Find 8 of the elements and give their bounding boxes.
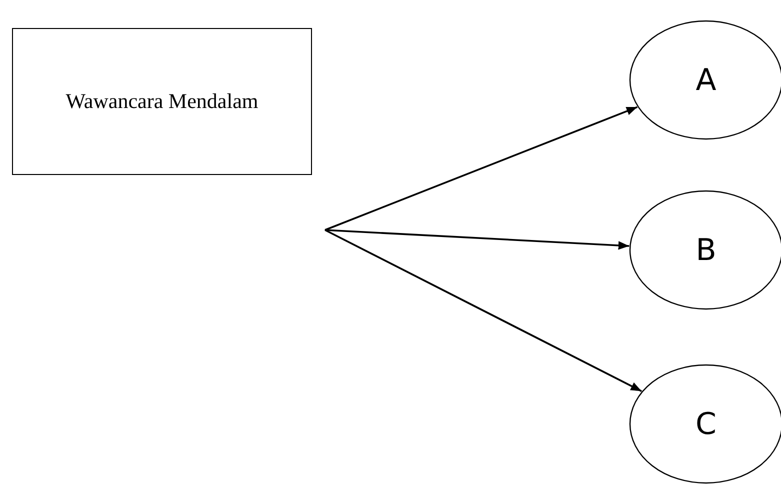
arrow (324, 106, 638, 231)
process-box (12, 28, 312, 175)
node-label: B (696, 232, 716, 268)
node-label: A (696, 62, 716, 98)
box-label: Wawancara Mendalam (66, 88, 258, 115)
node-label: C (696, 406, 716, 442)
arrow (324, 229, 630, 250)
arrow (324, 229, 642, 392)
